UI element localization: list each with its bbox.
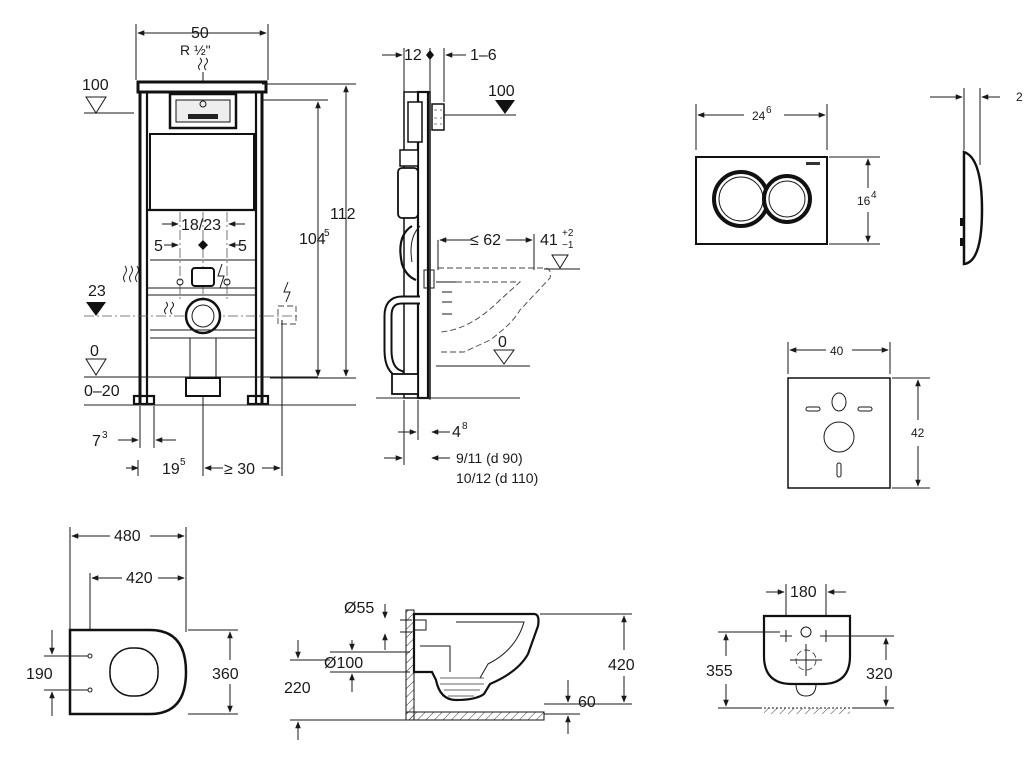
plate-profile: [962, 150, 984, 266]
pad-height-label: 42: [911, 426, 925, 440]
offset-left-label: 5: [154, 238, 163, 255]
flush-plate-view: 24 6 16 4 2: [695, 88, 1023, 266]
level-23-label: 23: [88, 283, 106, 300]
bowl-top-view: 480 420 190 360: [26, 527, 239, 716]
plate-width-sup: 6: [766, 105, 772, 116]
clearance-label: ≥ 30: [224, 461, 255, 478]
frame-front-view: 50 R ½" 100 112 104 5: [82, 24, 356, 478]
level-100-label: 100: [82, 77, 109, 94]
seat-width-label: 190: [26, 666, 53, 683]
frame-side-view: 12 1–6 100 ≤ 62 41 +2 −1: [376, 47, 580, 486]
sound-pad: [787, 377, 891, 489]
floor-range-label: 0–20: [84, 383, 120, 400]
side-level-0-label: 0: [498, 334, 507, 351]
plate-depth-label: 2: [1016, 90, 1023, 104]
reach-label: ≤ 62: [470, 232, 501, 249]
pad-width-label: 40: [830, 344, 844, 358]
height-320-label: 320: [866, 666, 893, 683]
height-41-label: 41: [540, 232, 558, 249]
plate-height-sup: 4: [871, 190, 877, 201]
tol-minus-label: −1: [562, 240, 574, 251]
cistern: [149, 133, 255, 211]
height-60-label: 60: [578, 694, 596, 711]
depth-12-label: 12: [404, 47, 422, 64]
dist-19-sup: 5: [180, 457, 186, 468]
height-104-label: 104: [299, 231, 326, 248]
tol-plus-label: +2: [562, 228, 574, 239]
dim-4-sup: 8: [462, 421, 468, 432]
sound-pad-view: 40 42: [787, 342, 930, 489]
flush-button-small[interactable]: [762, 174, 812, 224]
bolt-spacing-180-label: 180: [790, 584, 817, 601]
plate-height-label: 16: [857, 194, 871, 208]
bowl-length-label: 480: [114, 528, 141, 545]
dist-19-label: 19: [162, 461, 180, 478]
outlet-d100-label: Ø100: [324, 655, 363, 672]
dim-4-label: 4: [452, 424, 461, 441]
outlet-d55-label: Ø55: [344, 600, 374, 617]
bowl-section: [412, 612, 540, 702]
bolt-spacing-label: 18/23: [181, 217, 221, 234]
pipe-110-label: 10/12 (d 110): [456, 470, 538, 486]
drain-connection: [184, 297, 222, 335]
pipe-90-label: 9/11 (d 90): [456, 450, 523, 466]
offset-right-label: 5: [238, 238, 247, 255]
dist-7-label: 7: [92, 433, 101, 450]
height-104-sup: 5: [324, 228, 330, 239]
bowl-back-view: 180 355 320: [706, 584, 894, 714]
level-0-label: 0: [90, 343, 99, 360]
bowl-width-label: 360: [212, 666, 239, 683]
frame-width-label: 50: [191, 25, 209, 42]
plate-width-label: 24: [752, 109, 766, 123]
flush-button-large[interactable]: [712, 170, 770, 228]
inlet-label: R ½": [180, 42, 211, 58]
bowl-side-view: Ø55 Ø100 220 420 60: [284, 600, 635, 740]
bowl-inner-length-label: 420: [126, 570, 153, 587]
height-355-label: 355: [706, 663, 733, 680]
height-420-label: 420: [608, 657, 635, 674]
height-220-label: 220: [284, 680, 311, 697]
depth-1-6-label: 1–6: [470, 47, 497, 64]
frame-outline: [136, 80, 268, 94]
side-level-100-label: 100: [488, 83, 515, 100]
dist-7-sup: 3: [102, 430, 108, 441]
height-112-label: 112: [330, 206, 356, 223]
